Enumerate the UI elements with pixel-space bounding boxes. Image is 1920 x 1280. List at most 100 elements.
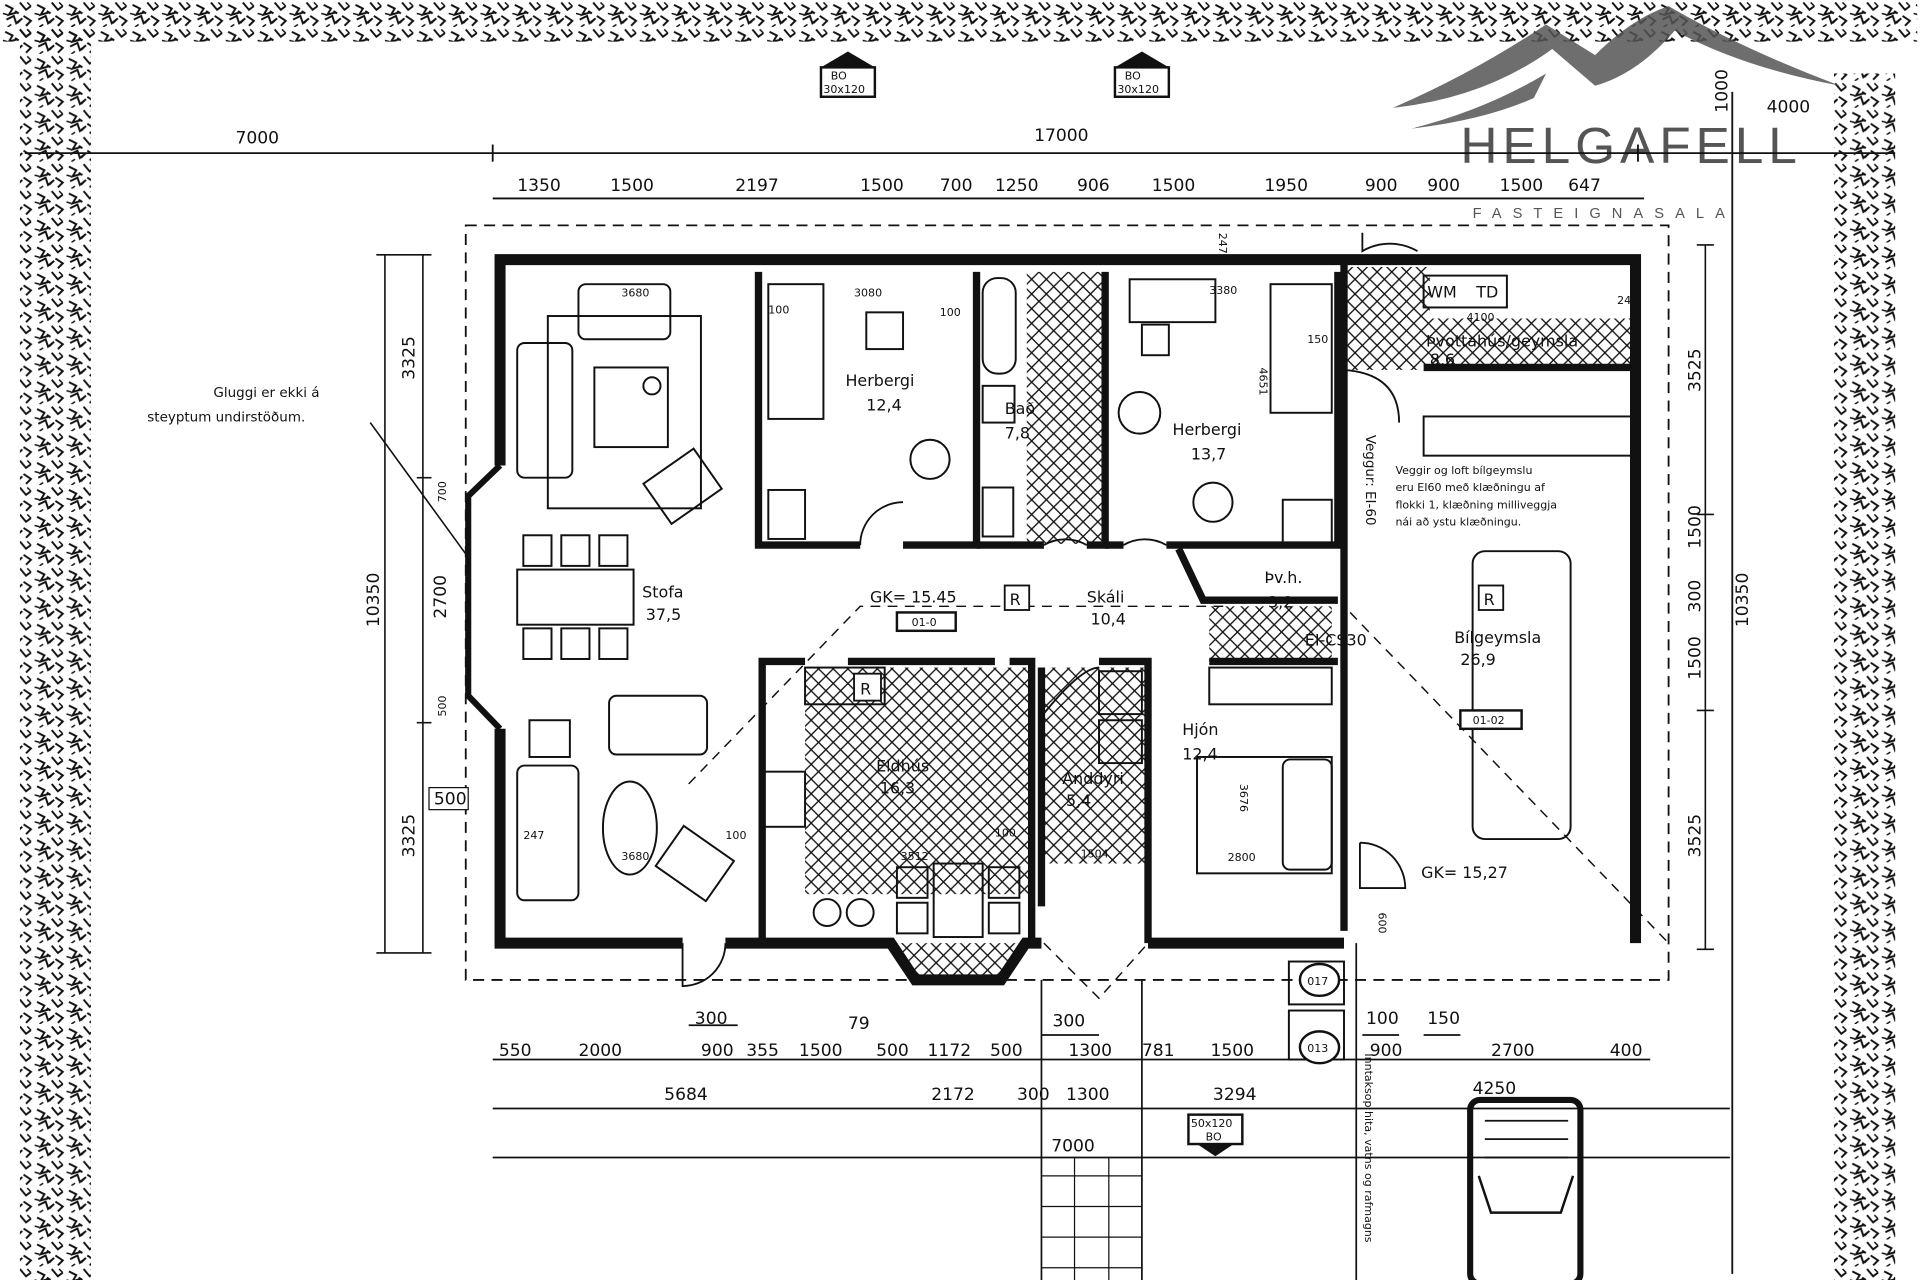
dim-wall-offset: 500: [434, 790, 467, 810]
svg-text:300: 300: [1017, 1085, 1050, 1105]
svg-text:3676: 3676: [1237, 784, 1250, 812]
section-garage: 01-02: [1473, 714, 1505, 727]
svg-text:26,9: 26,9: [1460, 650, 1495, 669]
gk-main-label: GK= 15.45: [870, 588, 957, 607]
dim-left-upper: 3325: [399, 336, 419, 380]
svg-text:1500: 1500: [1152, 176, 1196, 196]
svg-text:BO: BO: [1125, 70, 1141, 83]
svg-text:550: 550: [499, 1041, 532, 1061]
svg-text:300: 300: [695, 1009, 728, 1029]
svg-text:600: 600: [1375, 913, 1388, 934]
svg-text:1300: 1300: [1068, 1041, 1112, 1061]
room-stofa: Stofa: [642, 583, 683, 602]
td-label: TD: [1475, 283, 1498, 302]
fire-door-label: EI-CS30: [1305, 631, 1367, 650]
svg-text:017: 017: [1307, 975, 1328, 988]
hallway-axis: [688, 605, 1670, 1000]
svg-text:10,4: 10,4: [1090, 610, 1125, 629]
svg-text:900: 900: [1370, 1041, 1403, 1061]
svg-text:4250: 4250: [1473, 1079, 1517, 1099]
logo-subtitle: FASTEIGNASALA: [1473, 206, 1736, 222]
svg-text:2000: 2000: [578, 1041, 622, 1061]
furniture: [516, 274, 1633, 1061]
interior-walls: [754, 263, 1632, 944]
doors: [681, 232, 1418, 987]
hedge-top: [2, 0, 1918, 42]
dimension-overall-top: [24, 91, 1896, 1274]
room-skali: Skáli: [1087, 588, 1125, 607]
svg-text:906: 906: [1077, 176, 1110, 196]
svg-text:3680: 3680: [621, 850, 649, 863]
r-marker-garage: R: [1484, 590, 1495, 609]
window-note-line-2: steyptum undirstöðum.: [147, 409, 305, 425]
dim-bay-bottom: 500: [436, 696, 449, 717]
svg-text:30x120: 30x120: [1117, 83, 1159, 96]
tiled-areas: [805, 267, 1632, 980]
r-marker: R: [1010, 590, 1021, 609]
svg-text:247: 247: [1216, 233, 1229, 254]
svg-text:150: 150: [1427, 1009, 1460, 1029]
garage-note: Veggir og loft bílgeymslu eru EI60 með k…: [1395, 464, 1557, 528]
dim-main: 17000: [1034, 126, 1088, 146]
dim-right-upper: 3525: [1685, 348, 1705, 392]
svg-text:12,4: 12,4: [866, 395, 901, 414]
svg-text:700: 700: [940, 176, 973, 196]
dim-bay-mid: 2700: [431, 575, 451, 619]
svg-text:1300: 1300: [1066, 1085, 1110, 1105]
dim-right-a: 1500: [1685, 505, 1705, 549]
room-anddyri: Anddyri: [1062, 769, 1124, 788]
svg-text:781: 781: [1142, 1041, 1175, 1061]
room-bilgeymsla: Bílgeymsla: [1454, 628, 1541, 647]
svg-text:3512: 3512: [901, 850, 929, 863]
svg-text:13,7: 13,7: [1191, 444, 1226, 463]
svg-text:37,5: 37,5: [646, 605, 681, 624]
dim-right: 4000: [1767, 98, 1811, 118]
svg-text:100: 100: [1366, 1009, 1399, 1029]
svg-text:300: 300: [1052, 1011, 1085, 1031]
section-main: 01-0: [912, 616, 937, 629]
svg-text:1500: 1500: [1210, 1041, 1254, 1061]
svg-text:eru EI60 með klæðningu af: eru EI60 með klæðningu af: [1395, 481, 1546, 494]
svg-text:400: 400: [1610, 1041, 1643, 1061]
svg-text:500: 500: [990, 1041, 1023, 1061]
svg-text:7,8: 7,8: [1005, 424, 1030, 443]
svg-text:900: 900: [1427, 176, 1460, 196]
svg-text:2172: 2172: [931, 1085, 975, 1105]
svg-text:900: 900: [701, 1041, 734, 1061]
dim-left: 7000: [235, 128, 279, 148]
svg-text:150: 150: [1307, 333, 1328, 346]
dimension-right: [1696, 244, 1714, 951]
svg-text:5684: 5684: [664, 1085, 708, 1105]
svg-text:79: 79: [848, 1014, 870, 1034]
svg-text:247: 247: [1617, 294, 1638, 307]
svg-text:30x120: 30x120: [823, 83, 865, 96]
svg-text:013: 013: [1307, 1042, 1328, 1055]
svg-text:50x120: 50x120: [1191, 1117, 1233, 1130]
svg-text:3080: 3080: [854, 286, 882, 299]
dim-left-outer: 10350: [364, 573, 384, 627]
svg-text:2197: 2197: [735, 176, 779, 196]
dimension-bottom: [492, 943, 1730, 1280]
hedge-right: [1833, 73, 1896, 1280]
top-dimension-chain: 1350 1500 2197 1500 700 1250 906 1500 19…: [517, 176, 1601, 196]
dimension-left: [369, 253, 469, 954]
walkway: [1041, 1157, 1142, 1280]
svg-text:flokki 1, klæðning milliveggja: flokki 1, klæðning milliveggja: [1395, 498, 1557, 511]
bottom-dimension-chain: 550 2000 900 355 1500 500 1172 500 1300 …: [499, 1009, 1643, 1156]
svg-text:1350: 1350: [517, 176, 561, 196]
foundation-outline: [464, 224, 1670, 981]
svg-text:100: 100: [768, 304, 789, 317]
svg-text:500: 500: [876, 1041, 909, 1061]
wall-rating-label: Veggur: EI-60: [1362, 435, 1378, 526]
small-dimensions: 247 3680 100 3080 100 3380 150 4100 247 …: [523, 233, 1638, 934]
r-marker-kitchen: R: [860, 680, 871, 699]
dim-right-c: 1500: [1685, 636, 1705, 680]
dim-bay-top: 700: [436, 481, 449, 502]
hedge-left: [19, 24, 91, 1280]
room-herbergi-1: Herbergi: [845, 371, 914, 390]
window-marker-bottom: 50x120 BO: [1187, 1113, 1244, 1157]
svg-text:900: 900: [1365, 176, 1398, 196]
window-note-line-1: Gluggi er ekki á: [213, 385, 319, 401]
